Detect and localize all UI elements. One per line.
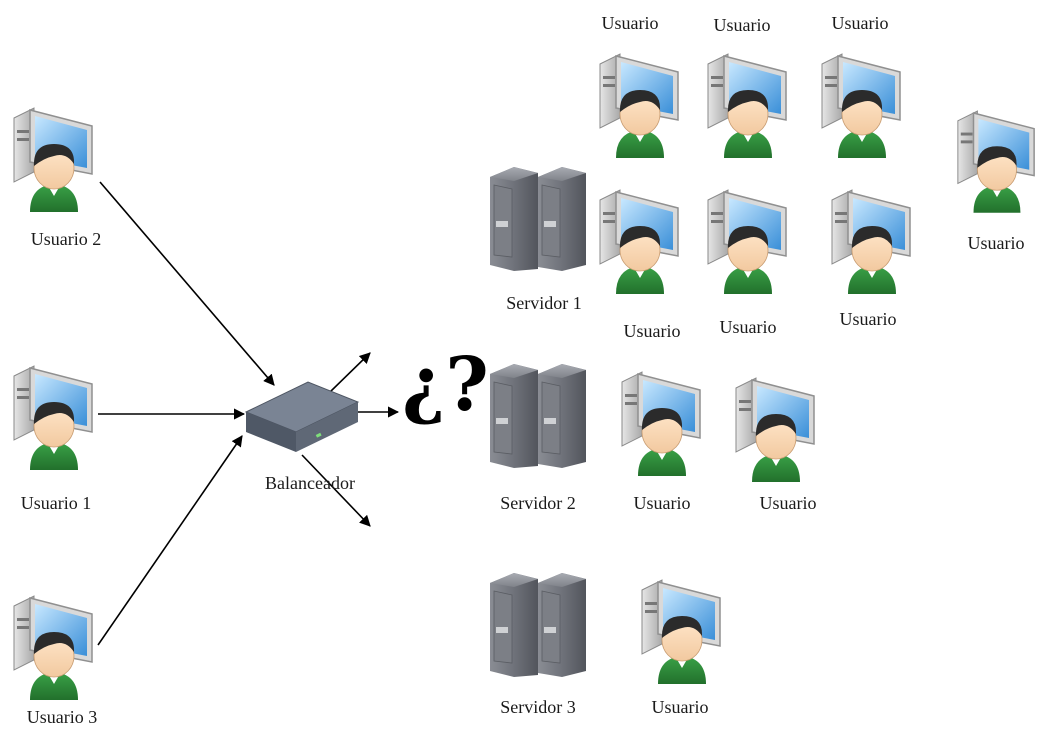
server1-user-label: Usuario [831,13,889,33]
arrow-usuario2-to-balancer [99,181,275,386]
servidor-1-label: Servidor 1 [506,293,582,313]
arrow-balancer-down [301,454,371,527]
servidor-2-label: Servidor 2 [500,493,576,513]
server1-user-icon [599,53,679,158]
servidor-3-icon [489,572,587,678]
usuario-2-label: Usuario 2 [30,229,102,249]
server1-user-label: Usuario [601,13,659,33]
server2-user-icon [735,377,815,482]
server1-user-icon [821,53,901,158]
usuario-3-icon [13,595,93,700]
usuario-1-label: Usuario 1 [20,493,92,513]
server1-user-icon [707,189,787,294]
usuario-3-label: Usuario 3 [26,707,98,727]
server2-user-label: Usuario [759,493,817,513]
server1-user-icon [599,189,679,294]
server3-user-icon [641,579,721,684]
balancer-icon [244,381,360,452]
balancer-label: Balanceador [265,473,355,493]
servidor-1-icon [489,166,587,272]
server2-user-label: Usuario [633,493,691,513]
server1-user-label: Usuario [967,233,1025,253]
usuario-1-icon [13,365,93,470]
servidor-2-icon [489,363,587,469]
usuario-2-icon [13,107,93,212]
server1-user-icon [831,189,911,294]
question-marks: ¿? [402,342,489,428]
arrow-balancer-up [329,352,371,393]
server1-user-label: Usuario [713,15,771,35]
server1-user-icon [957,110,1035,214]
server2-user-icon [621,371,701,476]
server1-user-icon [707,53,787,158]
server1-user-label: Usuario [623,321,681,341]
server1-user-label: Usuario [719,317,777,337]
arrow-usuario3-to-balancer [97,435,243,646]
server3-user-label: Usuario [651,697,709,717]
server1-user-label: Usuario [839,309,897,329]
servidor-3-label: Servidor 3 [500,697,576,717]
